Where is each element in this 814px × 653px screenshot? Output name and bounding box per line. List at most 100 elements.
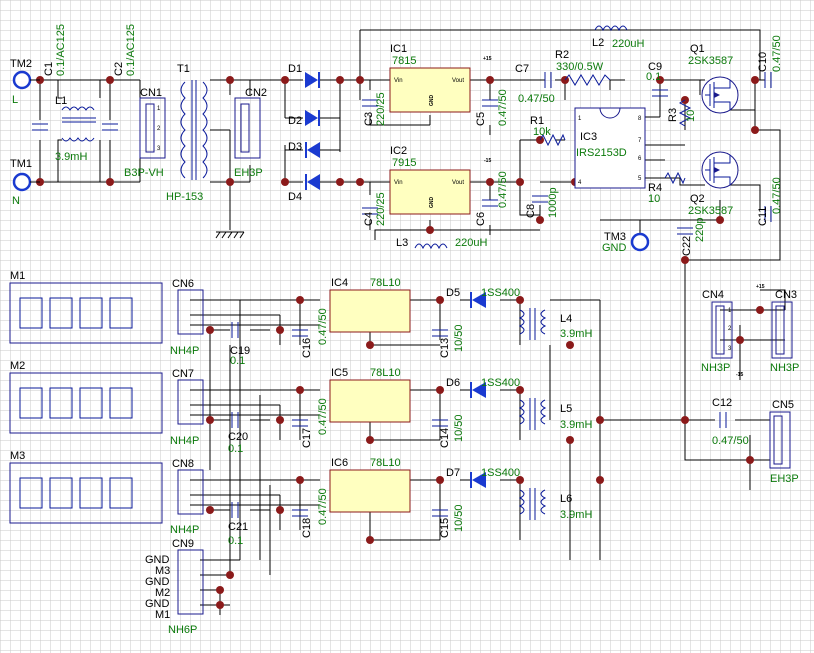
svg-text:0.47/50: 0.47/50: [518, 93, 555, 105]
terminal-tm1: TM1 N: [10, 158, 40, 207]
terminal-tm2: TM2 L: [10, 58, 40, 106]
svg-text:CN6: CN6: [172, 278, 194, 290]
svg-text:NH4P: NH4P: [170, 524, 199, 536]
svg-text:NH4P: NH4P: [170, 345, 199, 357]
svg-text:D6: D6: [446, 377, 460, 389]
svg-text:C18: C18: [301, 518, 313, 538]
tm2-ref: TM2: [10, 58, 32, 70]
svg-text:D3: D3: [288, 141, 302, 153]
svg-text:2: 2: [728, 326, 732, 332]
svg-text:1: 1: [578, 116, 582, 122]
svg-text:C5: C5: [475, 112, 487, 126]
svg-text:EH3P: EH3P: [770, 473, 799, 485]
svg-text:CN9: CN9: [172, 538, 194, 550]
svg-text:NH4P: NH4P: [170, 435, 199, 447]
resistor-r4: R4 10: [648, 171, 686, 205]
svg-text:R4: R4: [648, 182, 662, 194]
svg-text:C13: C13: [439, 338, 451, 358]
svg-text:C7: C7: [515, 63, 529, 75]
diode-d4: D4: [288, 174, 320, 203]
svg-text:CN7: CN7: [172, 368, 194, 380]
svg-text:L4: L4: [560, 313, 572, 325]
svg-text:NH6P: NH6P: [168, 624, 197, 636]
common-mode-choke-l1: L1 3.9mH: [55, 95, 96, 163]
svg-text:1: 1: [157, 106, 161, 112]
svg-text:220uH: 220uH: [455, 237, 487, 249]
diode-d1: D1: [288, 63, 320, 88]
tm3-net: GND: [602, 242, 627, 254]
svg-text:M1: M1: [10, 270, 25, 282]
svg-text:D4: D4: [288, 191, 302, 203]
meter-m3: M3 CN8 NH4P C21 0.1 IC6 78L10 C18 0.47/5…: [9, 450, 592, 547]
c1-value: 0.1/AC125: [55, 24, 67, 76]
svg-text:M3: M3: [10, 450, 25, 462]
capacitor-c10: C10 0.47/50: [757, 35, 783, 88]
svg-text:-15: -15: [484, 158, 491, 164]
regulator-ic1: Vin Vout GND IC1 7815: [389, 43, 471, 113]
q2-ref: Q2: [690, 193, 705, 205]
connector-cn3: CN3 NH3P: [770, 289, 799, 374]
capacitor-c7: C7 0.47/50: [515, 63, 555, 105]
c1-ref: C1: [43, 62, 55, 76]
svg-text:3.9mH: 3.9mH: [560, 419, 592, 431]
svg-text:M2: M2: [10, 360, 25, 372]
c2-ref: C2: [113, 62, 125, 76]
svg-text:0.47/50: 0.47/50: [497, 171, 509, 208]
svg-text:M2: M2: [155, 587, 170, 599]
svg-text:C9: C9: [648, 61, 662, 73]
svg-text:C17: C17: [301, 428, 313, 448]
inductor-l2: L2 220uH: [592, 25, 644, 50]
capacitor-c2: C2 0.1/AC125: [102, 24, 137, 131]
regulator-ic2: Vin Vout GND IC2 7915: [389, 145, 471, 215]
svg-text:10/50: 10/50: [453, 504, 465, 532]
svg-text:1SS400: 1SS400: [481, 467, 520, 479]
ic2-part: 7915: [392, 157, 416, 169]
svg-text:C3: C3: [363, 112, 375, 126]
svg-text:10: 10: [648, 193, 660, 205]
capacitor-c5: C5 0.47/50: [475, 89, 509, 126]
svg-text:GND: GND: [145, 554, 170, 566]
svg-text:3: 3: [728, 346, 732, 352]
tm1-ref: TM1: [10, 158, 32, 170]
capacitor-c11: C11 0.47/50: [757, 177, 783, 226]
svg-text:GND: GND: [145, 576, 170, 588]
svg-text:R1: R1: [530, 115, 544, 127]
svg-text:220p: 220p: [694, 218, 706, 242]
svg-text:C6: C6: [475, 212, 487, 226]
resistor-r2: R2 330/0.5W: [555, 49, 611, 86]
svg-text:0.47/50: 0.47/50: [317, 488, 329, 525]
svg-text:C15: C15: [439, 518, 451, 538]
svg-text:2: 2: [157, 126, 161, 132]
rail-labels-cn: +15 -15: [736, 284, 765, 378]
connector-cn1: 123 CN1 B3P-VH: [124, 87, 166, 179]
svg-text:L3: L3: [396, 237, 408, 249]
svg-text:3: 3: [157, 146, 161, 152]
diode-d3: D3: [288, 141, 320, 158]
svg-text:0.47/50: 0.47/50: [771, 177, 783, 214]
svg-text:8: 8: [638, 116, 642, 122]
q1-part: 2SK3587: [688, 55, 733, 67]
svg-text:1000p: 1000p: [547, 187, 559, 218]
rail-labels: +15 -15: [483, 56, 492, 164]
diode-d2: D2: [288, 110, 320, 127]
t1-type: HP-153: [166, 191, 203, 203]
svg-text:C20: C20: [228, 431, 248, 443]
svg-text:5: 5: [638, 176, 642, 182]
svg-text:Vout: Vout: [452, 180, 464, 186]
svg-text:D5: D5: [446, 287, 460, 299]
svg-text:L6: L6: [560, 493, 572, 505]
mosfet-q2: Q2 2SK3587: [688, 151, 739, 217]
svg-text:NH3P: NH3P: [701, 362, 730, 374]
svg-text:C22: C22: [681, 236, 693, 256]
svg-text:1: 1: [728, 308, 732, 314]
svg-text:10k: 10k: [533, 126, 551, 138]
svg-text:C4: C4: [363, 212, 375, 226]
svg-text:0.1: 0.1: [228, 443, 243, 455]
ic1-part: 7815: [392, 55, 416, 67]
svg-text:+15: +15: [756, 284, 765, 290]
svg-text:L2: L2: [592, 37, 604, 49]
svg-text:78L10: 78L10: [370, 367, 401, 379]
svg-text:10/50: 10/50: [453, 324, 465, 352]
svg-text:0.47/50: 0.47/50: [712, 435, 749, 447]
tm2-net: L: [12, 94, 18, 106]
